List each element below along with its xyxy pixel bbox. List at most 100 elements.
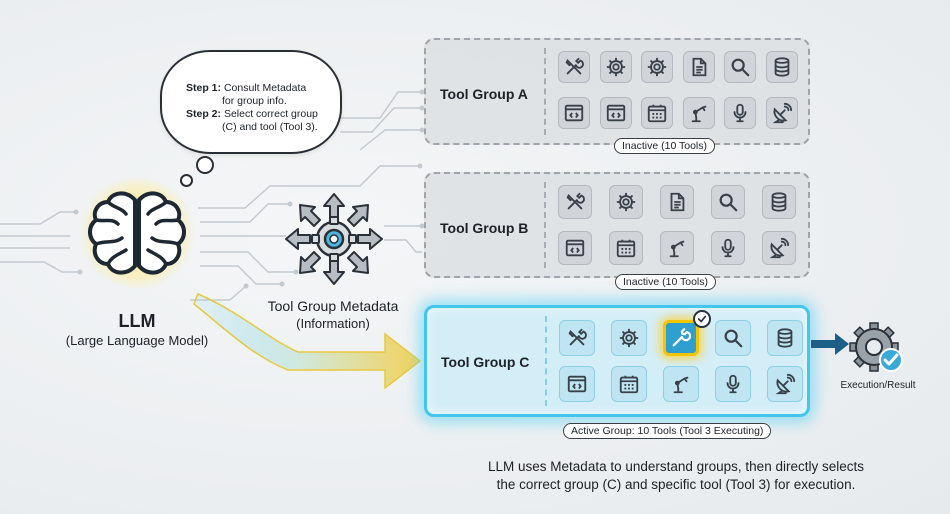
step1-text: Consult Metadata [223,82,307,94]
caption-line-1: LLM uses Metadata to understand groups, … [488,459,864,474]
database-icon [768,191,790,213]
tool-tile-robot-arm[interactable] [682,97,715,129]
metadata-title: Tool Group Metadata [267,298,399,314]
calendar-icon [618,373,640,395]
satellite-dish-icon [768,237,790,259]
tool-group-b[interactable]: Tool Group B [424,172,810,278]
tool-tile-code-window[interactable] [558,231,592,265]
thought-dot-large [196,156,214,174]
wrench-screwdriver-icon [566,327,588,349]
tool-group-c[interactable]: Tool Group C [424,305,810,417]
tool-tile-wrench[interactable] [663,320,699,356]
step2-text: Select correct group [223,108,318,120]
tool-tile-gear[interactable] [599,51,632,83]
robot-arm-icon [688,102,710,124]
execution-gear-check-icon [849,322,903,372]
thought-dot-small [180,174,193,187]
microphone-icon [722,373,744,395]
code-window-icon [605,102,627,124]
code-window-icon [564,237,586,259]
metadata-gear-arrows-icon [285,193,383,285]
tool-tile-microphone[interactable] [711,231,745,265]
group-c-status: Active Group: 10 Tools (Tool 3 Executing… [563,423,772,439]
tool-tile-code-window[interactable] [559,366,595,402]
tool-tile-robot-arm[interactable] [660,231,694,265]
tool-group-a[interactable]: Tool Group A [424,38,810,145]
magnifier-icon [722,327,744,349]
tool-tile-document[interactable] [682,51,715,83]
tool-tile-code-window[interactable] [599,97,632,129]
tool-tile-document[interactable] [660,185,694,219]
gear-icon [605,56,627,78]
tool-tile-gear[interactable] [641,51,673,83]
caption-line-2: the correct group (C) and specific tool … [496,477,856,492]
tool-tile-wrench-screwdriver[interactable] [558,51,590,83]
tool-tile-calendar[interactable] [609,231,643,265]
tool-tile-satellite-dish[interactable] [767,366,803,402]
tool-tile-calendar[interactable] [641,97,673,129]
tool-tile-robot-arm[interactable] [663,366,699,402]
execution-label: Execution/Result [840,380,916,391]
robot-arm-icon [666,237,688,259]
calendar-icon [646,102,668,124]
thought-text: Step 1: Consult Metadata for group info.… [186,82,318,134]
microphone-icon [729,102,751,124]
wrench-screwdriver-icon [564,191,586,213]
llm-brain [78,178,196,288]
microphone-icon [717,237,739,259]
magnifier-icon [729,56,751,78]
brain-icon [88,191,186,275]
magnifier-icon [717,191,739,213]
gear-icon [615,191,637,213]
robot-arm-icon [670,373,692,395]
step1-label: Step 1: [186,82,222,94]
code-window-icon [566,373,588,395]
gear-icon [646,56,668,78]
document-icon [666,191,688,213]
group-a-title: Tool Group A [440,86,528,102]
llm-subtitle: (Large Language Model) [65,333,209,348]
database-icon [771,56,793,78]
tool-tile-satellite-dish[interactable] [762,231,796,265]
group-a-status: Inactive (10 Tools) [614,138,716,154]
group-c-title: Tool Group C [441,354,530,370]
code-window-icon [563,102,585,124]
tool-tile-wrench-screwdriver[interactable] [559,320,595,356]
satellite-dish-icon [774,373,796,395]
step1-text-cont: for group info. [222,95,287,107]
step2-label: Step 2: [186,108,222,120]
tool-tile-magnifier[interactable] [715,320,751,356]
tool-tile-database[interactable] [762,185,796,219]
tool-tile-database[interactable] [765,51,798,83]
step2-text-cont: (C) and tool (Tool 3). [222,121,318,133]
tool-tile-microphone[interactable] [724,97,756,129]
llm-title: LLM [118,311,156,331]
diagram-caption: LLM uses Metadata to understand groups, … [456,458,896,494]
tool-tile-gear[interactable] [611,320,647,356]
group-b-title: Tool Group B [440,220,529,236]
tool-tile-magnifier[interactable] [711,185,745,219]
tool-tile-magnifier[interactable] [724,51,756,83]
tool-tile-wrench-screwdriver[interactable] [558,185,592,219]
database-icon [774,327,796,349]
calendar-icon [615,237,637,259]
tool-tile-gear[interactable] [609,185,643,219]
thought-bubble: Step 1: Consult Metadata for group info.… [160,50,342,154]
metadata-subtitle: (Information) [296,316,370,331]
tool-tile-database[interactable] [767,320,803,356]
wrench-screwdriver-icon [563,56,585,78]
group-b-separator [544,182,546,268]
gear-icon [618,327,640,349]
satellite-dish-icon [771,102,793,124]
document-icon [688,56,710,78]
selected-check-icon [693,310,711,328]
wrench-icon [670,327,692,349]
tool-tile-microphone[interactable] [715,366,751,402]
tool-tile-calendar[interactable] [611,366,647,402]
group-b-status: Inactive (10 Tools) [615,274,717,290]
tool-tile-satellite-dish[interactable] [765,97,798,129]
execution-arrow [811,333,849,355]
group-a-separator [544,48,546,135]
tool-tile-code-window[interactable] [558,97,590,129]
